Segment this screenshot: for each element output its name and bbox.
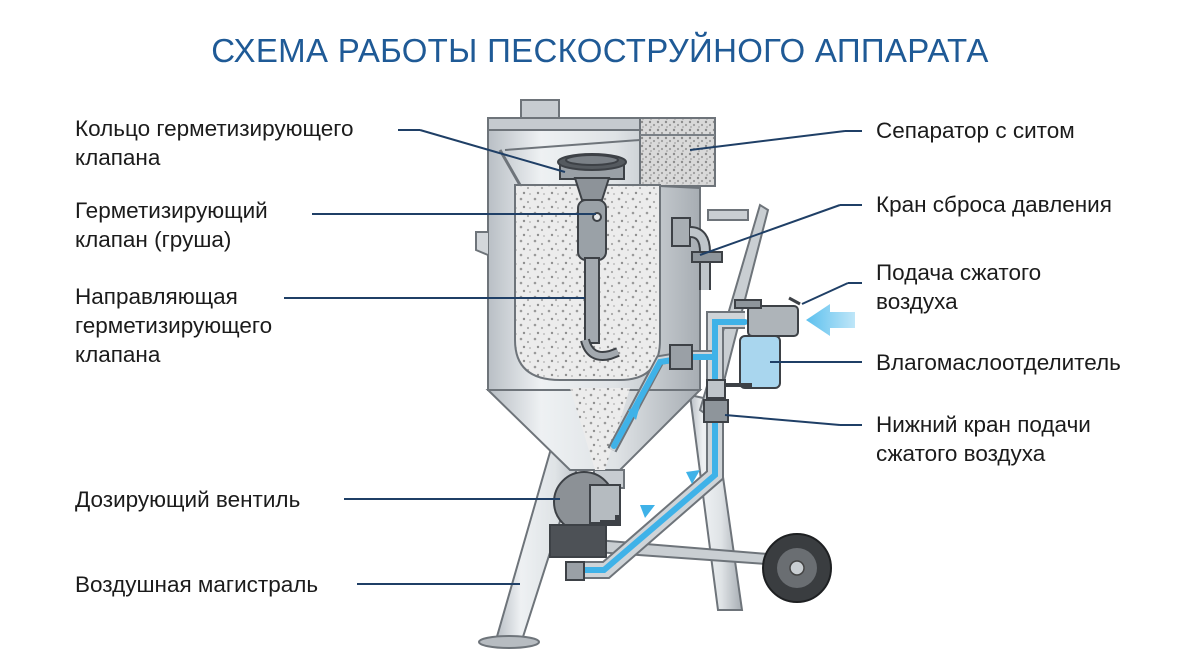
lower-air-valve	[703, 379, 752, 423]
label-air-supply-line1: Подача сжатого	[876, 260, 1042, 285]
label-valve-guide: Направляющая герметизирующего клапана	[75, 282, 272, 369]
pressure-relief-valve	[671, 217, 723, 290]
label-sealing-valve-line2: клапан (груша)	[75, 227, 232, 252]
diagram-title: СХЕМА РАБОТЫ ПЕСКОСТРУЙНОГО АППАРАТА	[211, 32, 989, 69]
label-sealing-valve: Герметизирующий клапан (груша)	[75, 196, 268, 254]
wheel	[762, 533, 832, 603]
label-lower-air-valve-line2: сжатого воздуха	[876, 441, 1046, 466]
label-relief-valve: Кран сброса давления	[876, 190, 1112, 219]
label-valve-ring: Кольцо герметизирующего клапана	[75, 114, 354, 172]
pipe-fittings	[565, 344, 693, 581]
air-inlet-arrow	[806, 304, 855, 336]
label-metering-valve: Дозирующий вентиль	[75, 485, 300, 514]
label-valve-guide-line3: клапана	[75, 342, 161, 367]
leg-foot	[478, 635, 540, 649]
label-lower-air-valve-line1: Нижний кран подачи	[876, 412, 1091, 437]
label-moisture-separator: Влагомаслоотделитель	[876, 348, 1121, 377]
label-valve-ring-line1: Кольцо герметизирующего	[75, 116, 354, 141]
leader-lines	[284, 129, 862, 585]
label-air-line: Воздушная магистраль	[75, 570, 318, 599]
label-relief-valve-line1: Кран сброса давления	[876, 192, 1112, 217]
label-air-supply-line2: воздуха	[876, 289, 958, 314]
label-metering-valve-line1: Дозирующий вентиль	[75, 487, 301, 512]
label-lower-air-valve: Нижний кран подачи сжатого воздуха	[876, 410, 1091, 468]
label-air-line-line1: Воздушная магистраль	[75, 572, 319, 597]
air-flow-arrows	[628, 405, 700, 518]
label-valve-guide-line1: Направляющая	[75, 284, 238, 309]
separator-box	[639, 117, 716, 187]
label-sealing-valve-line1: Герметизирующий	[75, 198, 268, 223]
label-moisture-separator-line1: Влагомаслоотделитель	[876, 350, 1121, 375]
label-separator: Сепаратор с ситом	[876, 116, 1075, 145]
label-valve-ring-line2: клапана	[75, 145, 161, 170]
label-air-supply: Подача сжатого воздуха	[876, 258, 1041, 316]
metering-valve	[549, 471, 621, 558]
label-valve-guide-line2: герметизирующего	[75, 313, 273, 338]
moisture-separator	[734, 296, 801, 389]
label-separator-line1: Сепаратор с ситом	[876, 118, 1075, 143]
